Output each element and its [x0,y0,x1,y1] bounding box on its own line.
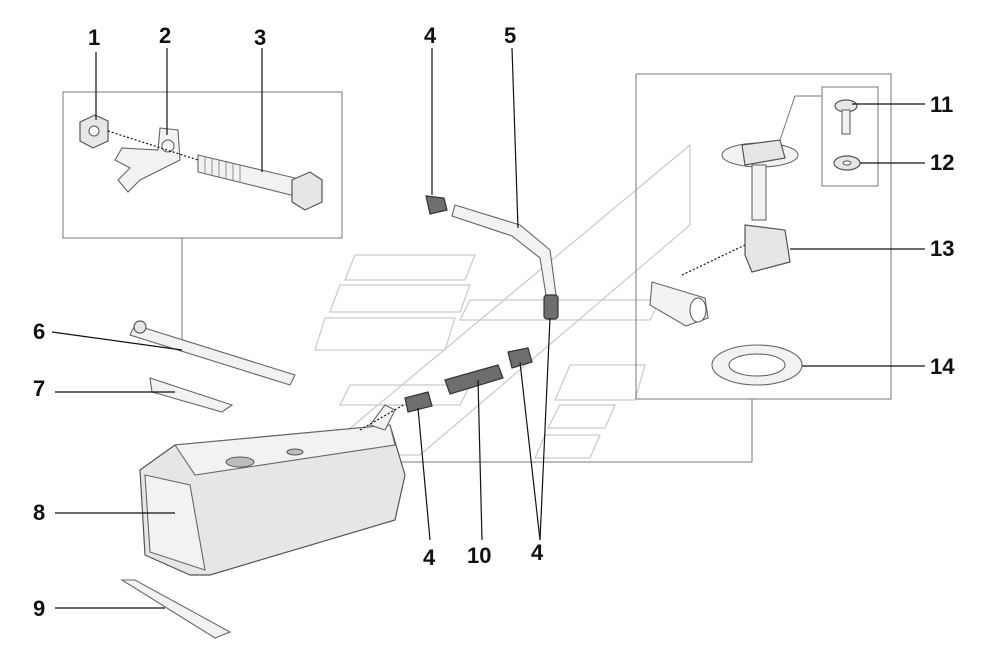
callout-4-bottom-right: 4 [531,540,544,565]
callout-13: 13 [930,236,954,261]
leader-lines [51,47,925,609]
fuel-tank [139,404,406,576]
filler-pipe [451,204,557,296]
callout-7: 7 [33,376,45,401]
tank-strap-rear [120,579,232,639]
watermark-logo [314,143,691,459]
callout-8: 8 [33,500,45,525]
hose-lower [404,391,433,413]
callout-10: 10 [467,543,491,568]
bracket-plate [114,127,181,193]
hose-middle [507,347,533,369]
callout-3: 3 [254,25,266,50]
frame-connector-screw [779,95,822,141]
square-nut [79,114,109,149]
pump-assembly-frame [635,73,892,400]
callout-5: 5 [504,23,516,48]
hose-clamps [404,195,559,413]
callout-9: 9 [33,596,45,621]
callout-1: 1 [88,25,100,50]
washer [833,155,861,171]
bolt-kit-frame [62,91,343,239]
mounting-screw [834,99,858,135]
gasket-ring [711,344,803,386]
frame-connector-right [400,399,753,463]
callout-2: 2 [159,23,171,48]
callout-6: 6 [33,319,45,344]
fuel-pump-module [649,139,799,327]
tank-strap-front [129,320,296,386]
callout-11: 11 [930,92,953,117]
hose-right [543,294,559,320]
callout-4-top: 4 [424,23,437,48]
tank-pad [149,377,234,413]
callout-4-bottom-left: 4 [423,545,436,570]
callout-labels: 1 2 3 4 5 6 7 8 9 4 10 4 11 12 13 14 [33,23,955,621]
callout-14: 14 [930,354,955,379]
screw-kit-frame [821,86,879,187]
hose-upper [425,195,448,215]
callout-12: 12 [930,150,954,175]
hex-bolt [107,130,323,211]
vent-hose [359,364,504,431]
